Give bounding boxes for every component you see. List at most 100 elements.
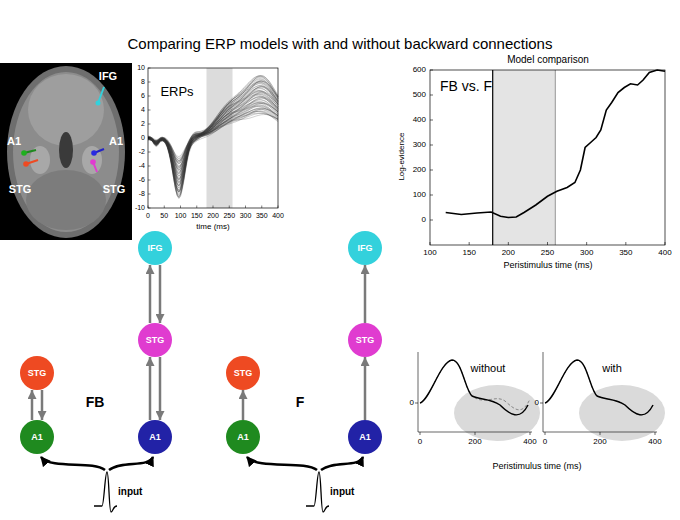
node-label: A1 — [149, 432, 161, 442]
axis-tick — [148, 180, 151, 181]
axis-tick — [180, 206, 181, 209]
axis-tick — [530, 432, 531, 435]
tick-label: 150 — [191, 212, 203, 220]
tick-label: 150 — [462, 248, 475, 257]
region-label: A1 — [109, 135, 123, 148]
tick-label: 8 — [141, 78, 145, 86]
input-label: input — [330, 486, 354, 498]
erp-trace — [148, 94, 278, 179]
connection-arrow — [364, 265, 367, 323]
axis-tick — [625, 242, 626, 245]
axis-tick — [469, 242, 470, 245]
tick-label: 200 — [502, 248, 515, 257]
erp-trace — [148, 105, 278, 190]
erp-trace — [148, 81, 278, 162]
input-waveform — [306, 472, 329, 512]
tick-label: 400 — [413, 115, 426, 124]
erp-trace — [148, 91, 278, 178]
highlight-ellipse — [579, 385, 665, 441]
region-node: STG — [348, 323, 382, 357]
axis-tick — [430, 170, 433, 171]
input-arrow — [321, 457, 363, 470]
axis-tick — [430, 220, 433, 221]
tick-label: 100 — [423, 248, 436, 257]
region-node: IFG — [348, 231, 382, 265]
shaded-window — [207, 68, 233, 208]
predicted-erp — [545, 360, 653, 415]
mri-occipital — [26, 170, 106, 230]
observed-erp — [545, 360, 653, 415]
axis-tick — [545, 432, 546, 435]
connection-arrow — [364, 357, 367, 420]
tick-label: 400 — [523, 437, 536, 446]
tick-label: 0 — [146, 212, 150, 220]
tick-label: 300 — [580, 248, 593, 257]
erp-trace — [148, 79, 278, 162]
tick-label: 6 — [141, 92, 145, 100]
shaded-window — [493, 70, 556, 245]
tick-label: 100 — [175, 212, 187, 220]
tick-label: 0 — [418, 437, 422, 446]
axis-tick — [245, 206, 246, 209]
axis-ticks — [430, 70, 665, 245]
tick-label: -4 — [139, 162, 145, 170]
tick-label: 350 — [256, 212, 268, 220]
tick-label: 200 — [593, 437, 606, 446]
tick-label: 50 — [160, 212, 168, 220]
node-label: IFG — [148, 243, 163, 253]
axis-tick — [164, 206, 165, 209]
plot-area — [148, 68, 278, 208]
region-label: A1 — [7, 135, 21, 148]
axis-title: time (ms) — [196, 222, 229, 231]
tick-label: 200 — [207, 212, 219, 220]
mri-brain — [13, 72, 119, 232]
node-label: STG — [356, 335, 375, 345]
a1-dot — [21, 150, 27, 156]
axis-tick — [148, 194, 151, 195]
mri-ventricle — [59, 132, 73, 168]
tick-label: -10 — [135, 204, 145, 212]
axis-ticks — [148, 68, 278, 208]
axis-tick — [213, 206, 214, 209]
node-label: A1 — [237, 432, 249, 442]
erp-trace — [148, 98, 278, 182]
input-waveform — [94, 472, 117, 512]
axis-line — [418, 352, 419, 432]
tick-label: 0 — [410, 398, 414, 407]
axis-tick — [430, 195, 433, 196]
axis-tick — [148, 138, 151, 139]
tick-label: -6 — [139, 176, 145, 184]
tick-label: -2 — [139, 148, 145, 156]
input-arrow — [41, 457, 105, 470]
erp-trace — [148, 86, 278, 168]
axis-tick — [148, 96, 151, 97]
tick-label: 300 — [240, 212, 252, 220]
tick-label: 0 — [141, 134, 145, 142]
tick-label: 250 — [223, 212, 235, 220]
connection-arrow — [149, 265, 152, 323]
region-node: IFG — [138, 231, 172, 265]
erp-trace — [148, 103, 278, 190]
tick-label: 2 — [141, 120, 145, 128]
tick-label: 0 — [543, 437, 547, 446]
node-label: IFG — [358, 243, 373, 253]
input-label: input — [118, 486, 142, 498]
plot-frame — [430, 70, 665, 245]
axis-tick — [148, 124, 151, 125]
erp-trace — [148, 97, 278, 182]
erp-trace — [148, 81, 278, 166]
axis-tick — [430, 145, 433, 146]
plot-label: ERPs — [160, 85, 193, 100]
model-label: F — [296, 394, 305, 410]
axis-tick — [196, 206, 197, 209]
node-label: STG — [146, 335, 165, 345]
figure-title: Comparing ERP models with and without ba… — [128, 35, 553, 52]
axis-tick — [655, 432, 656, 435]
tick-label: 0 — [535, 398, 539, 407]
tick-label: 400 — [648, 437, 661, 446]
plot-area — [430, 70, 665, 245]
tick-label: 200 — [468, 437, 481, 446]
axis-title: Log-evidence — [397, 133, 406, 181]
axis-tick — [547, 242, 548, 245]
plot-label: with — [602, 362, 622, 375]
